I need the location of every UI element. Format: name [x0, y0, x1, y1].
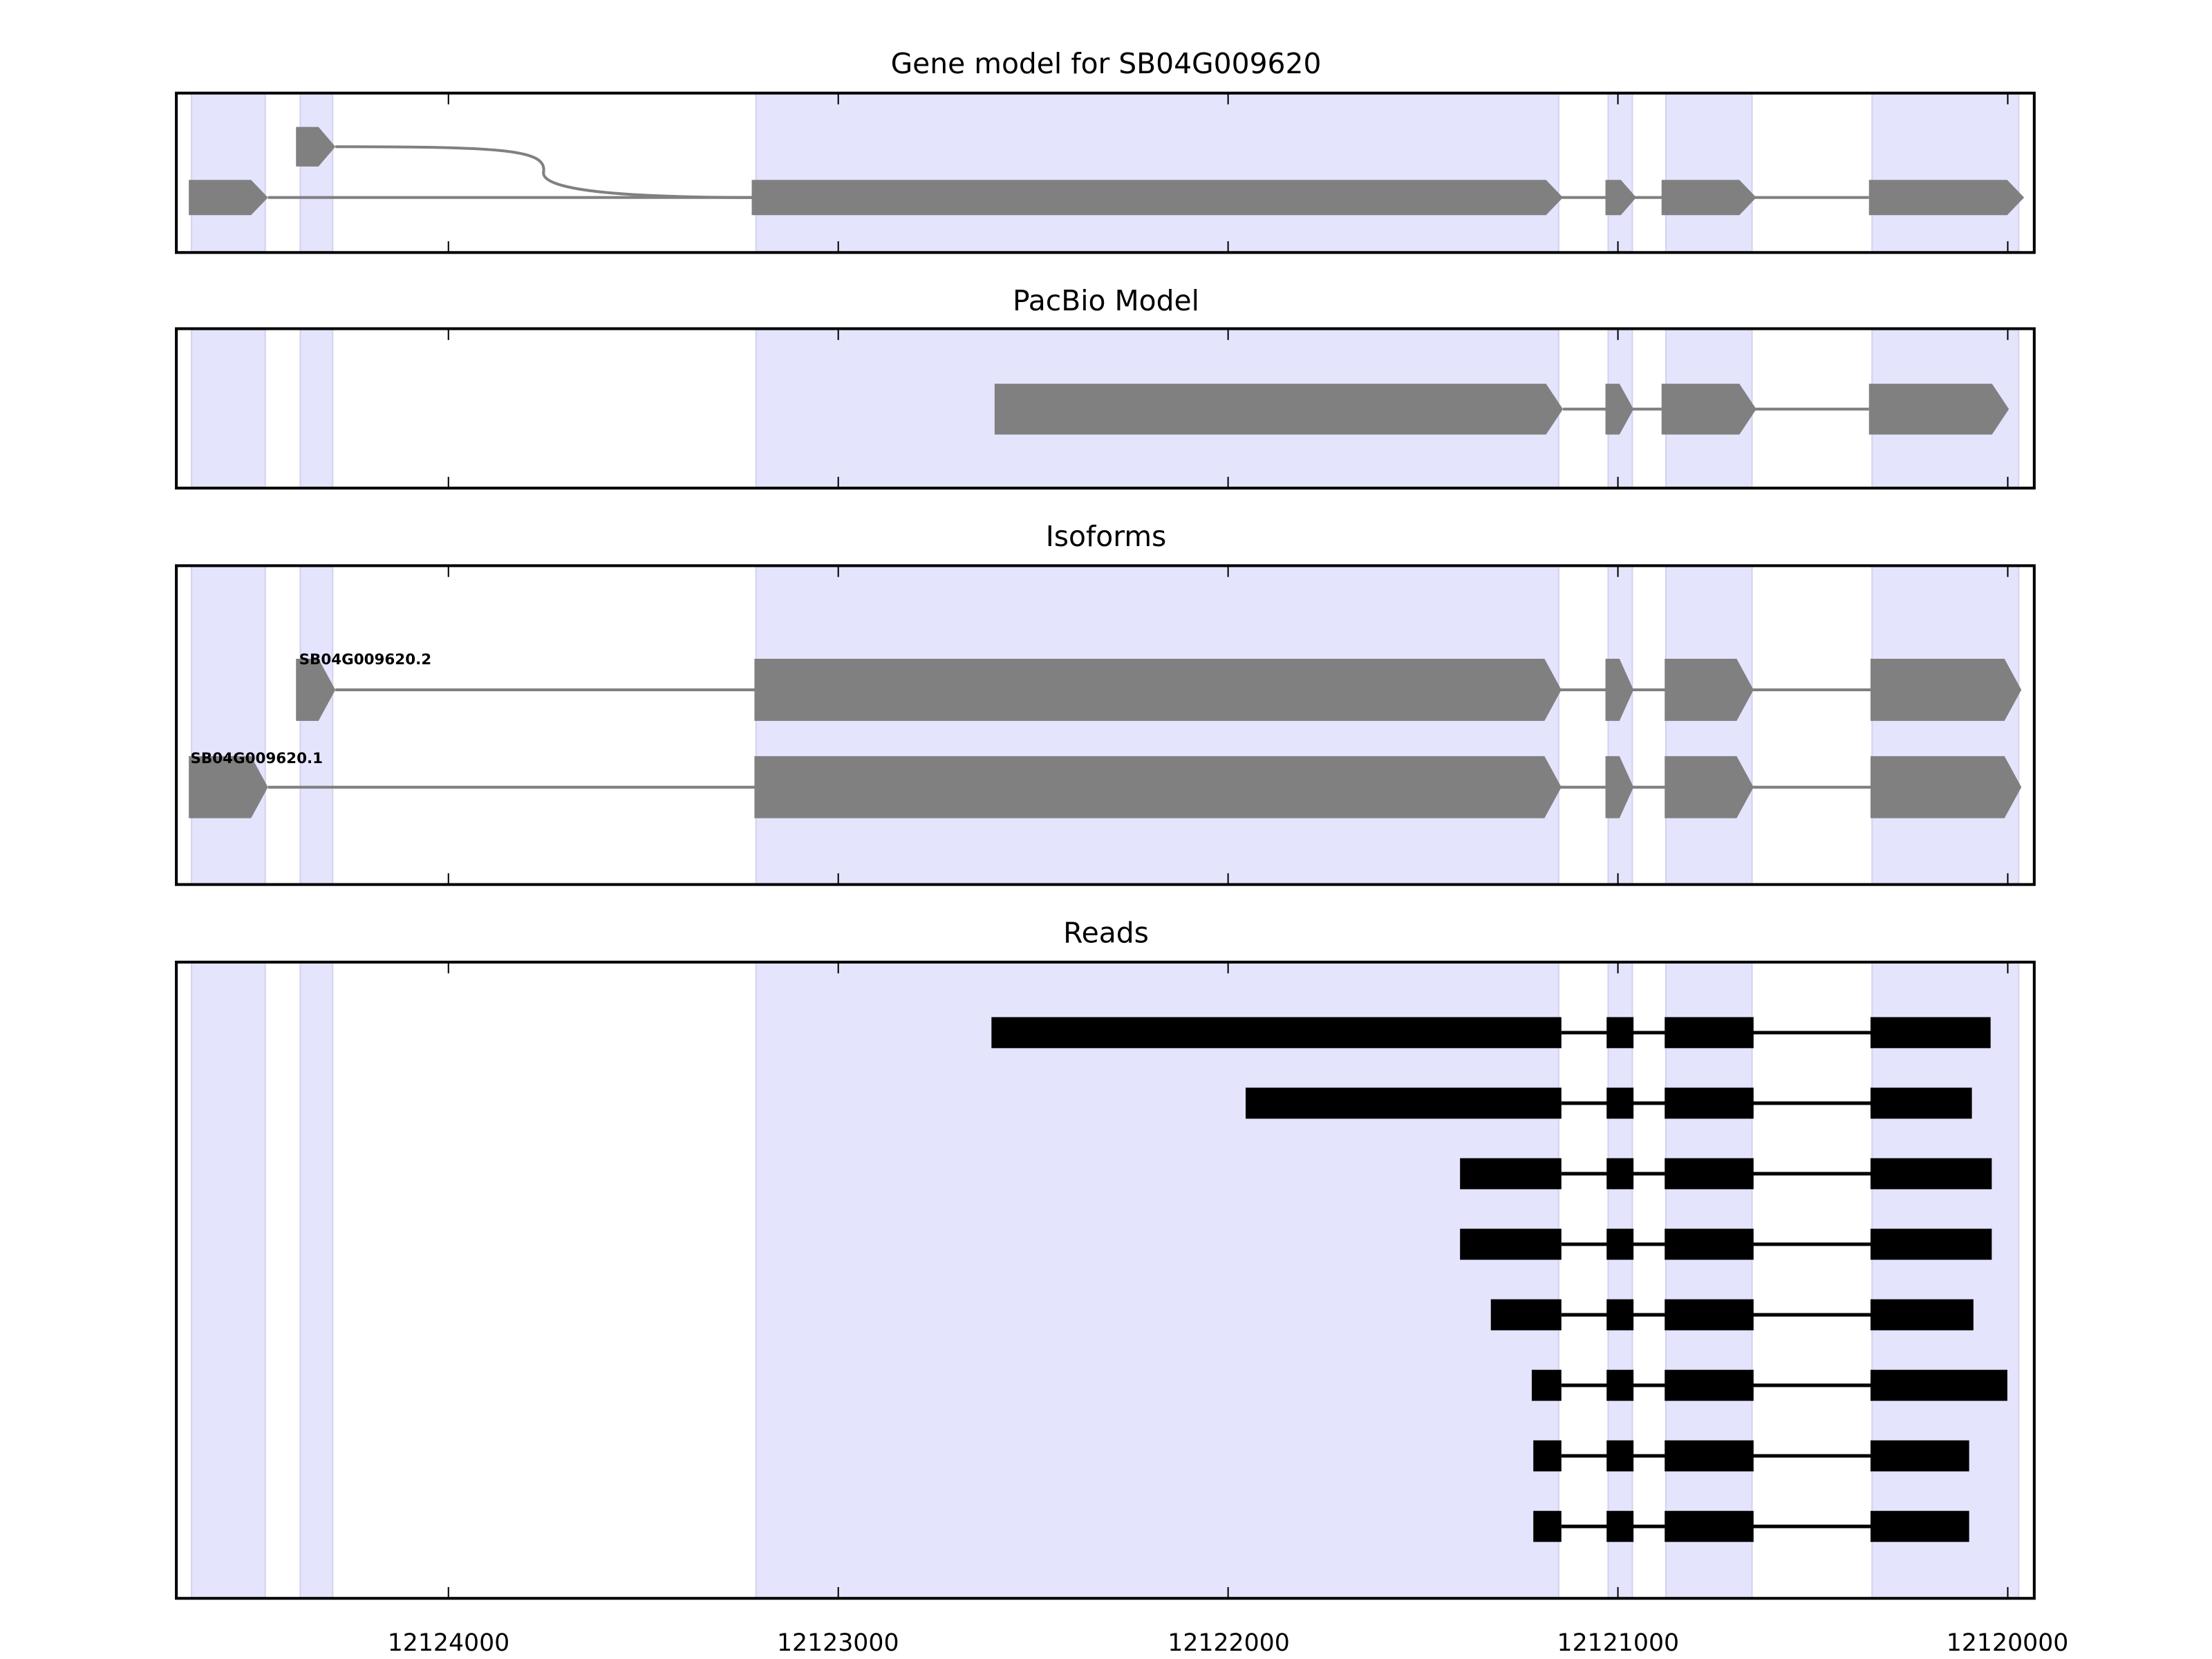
read-block: [1871, 1440, 1969, 1472]
panel-frame: [175, 564, 2036, 886]
exon-arrow: [751, 180, 1564, 216]
exon-arrow: [296, 659, 336, 721]
read-block: [1245, 1087, 1562, 1119]
read-block: [1665, 1440, 1754, 1472]
exon-arrow: [1661, 384, 1756, 435]
panel-frame: [175, 327, 2036, 490]
isoform-label-2: SB04G009620.2: [299, 651, 432, 668]
read-block: [1490, 1299, 1562, 1331]
exon-shade-region: [1607, 92, 1633, 254]
read-block: [1606, 1299, 1634, 1331]
panel-title-reads: Reads: [1063, 916, 1149, 949]
exon-arrow: [1665, 659, 1754, 721]
read-block: [1533, 1440, 1562, 1472]
exon-shade-region: [1871, 92, 2020, 254]
read-block: [1606, 1228, 1634, 1260]
read-block: [1665, 1228, 1754, 1260]
read-block: [991, 1017, 1562, 1049]
read-block: [1606, 1369, 1634, 1401]
exon-shade-region: [755, 565, 1559, 885]
read-block: [1460, 1228, 1562, 1260]
exon-arrow: [1661, 180, 1756, 216]
exon-shade-region: [1871, 565, 2020, 885]
plot-layers: [175, 91, 2036, 1600]
exon-shade-region: [1607, 961, 1633, 1600]
exon-arrow: [189, 756, 268, 818]
read-block: [1606, 1017, 1634, 1049]
exon-arrow: [994, 384, 1564, 435]
exon-arrow: [754, 659, 1562, 721]
read-block: [1871, 1087, 1972, 1119]
read-block: [1606, 1440, 1634, 1472]
exon-shade-region: [299, 92, 334, 254]
exon-arrow: [1868, 180, 2025, 216]
panel-title-isoforms: Isoforms: [1046, 520, 1167, 553]
read-block: [1606, 1087, 1634, 1119]
read-block: [1460, 1158, 1562, 1190]
read-block: [1665, 1158, 1754, 1190]
panel-frame: [175, 960, 2036, 1600]
exon-shade-region: [755, 92, 1559, 254]
exon-shade-region: [1607, 565, 1633, 885]
exon-shade-region: [299, 328, 334, 489]
exon-shade-region: [1665, 961, 1753, 1600]
read-block: [1871, 1017, 1991, 1049]
read-block: [1871, 1158, 1992, 1190]
exon-shade-region: [1871, 961, 2020, 1600]
read-block: [1533, 1510, 1562, 1542]
read-block: [1871, 1510, 1969, 1542]
read-block: [1871, 1369, 2007, 1401]
read-block: [1665, 1087, 1754, 1119]
panel-frame: [175, 91, 2036, 254]
read-block: [1665, 1299, 1754, 1331]
exon-arrow: [1871, 756, 2022, 818]
splice-curve: [335, 145, 752, 199]
exon-shade-region: [1665, 92, 1753, 254]
exon-arrow: [1605, 180, 1637, 216]
read-block: [1871, 1228, 1992, 1260]
panel-title-gene-model: Gene model for SB04G009620: [891, 47, 1322, 80]
exon-arrow: [754, 756, 1562, 818]
x-tick-label: 12120000: [1947, 1629, 2069, 1657]
x-tick-label: 12122000: [1168, 1629, 1290, 1657]
read-block: [1665, 1510, 1754, 1542]
exon-shade-region: [1665, 565, 1753, 885]
exon-shade-region: [191, 92, 266, 254]
exon-shade-region: [191, 565, 266, 885]
read-block: [1606, 1510, 1634, 1542]
exon-arrow: [1868, 384, 2009, 435]
exon-arrow: [189, 180, 268, 216]
exon-shade-region: [755, 961, 1559, 1600]
read-block: [1606, 1158, 1634, 1190]
read-block: [1531, 1369, 1562, 1401]
x-tick-label: 12123000: [777, 1629, 899, 1657]
panel-title-pacbio: PacBio Model: [1013, 284, 1199, 317]
exon-shade-region: [191, 961, 266, 1600]
exon-shade-region: [299, 961, 334, 1600]
x-tick-label: 12124000: [388, 1629, 510, 1657]
exon-arrow: [1871, 659, 2022, 721]
read-block: [1665, 1017, 1754, 1049]
exon-arrow: [1665, 756, 1754, 818]
exon-shade-region: [299, 565, 334, 885]
exon-arrow: [296, 126, 336, 167]
exon-shade-region: [191, 328, 266, 489]
isoform-label-1: SB04G009620.1: [191, 750, 324, 767]
x-tick-label: 12121000: [1557, 1629, 1680, 1657]
read-block: [1665, 1369, 1754, 1401]
read-block: [1871, 1299, 1974, 1331]
